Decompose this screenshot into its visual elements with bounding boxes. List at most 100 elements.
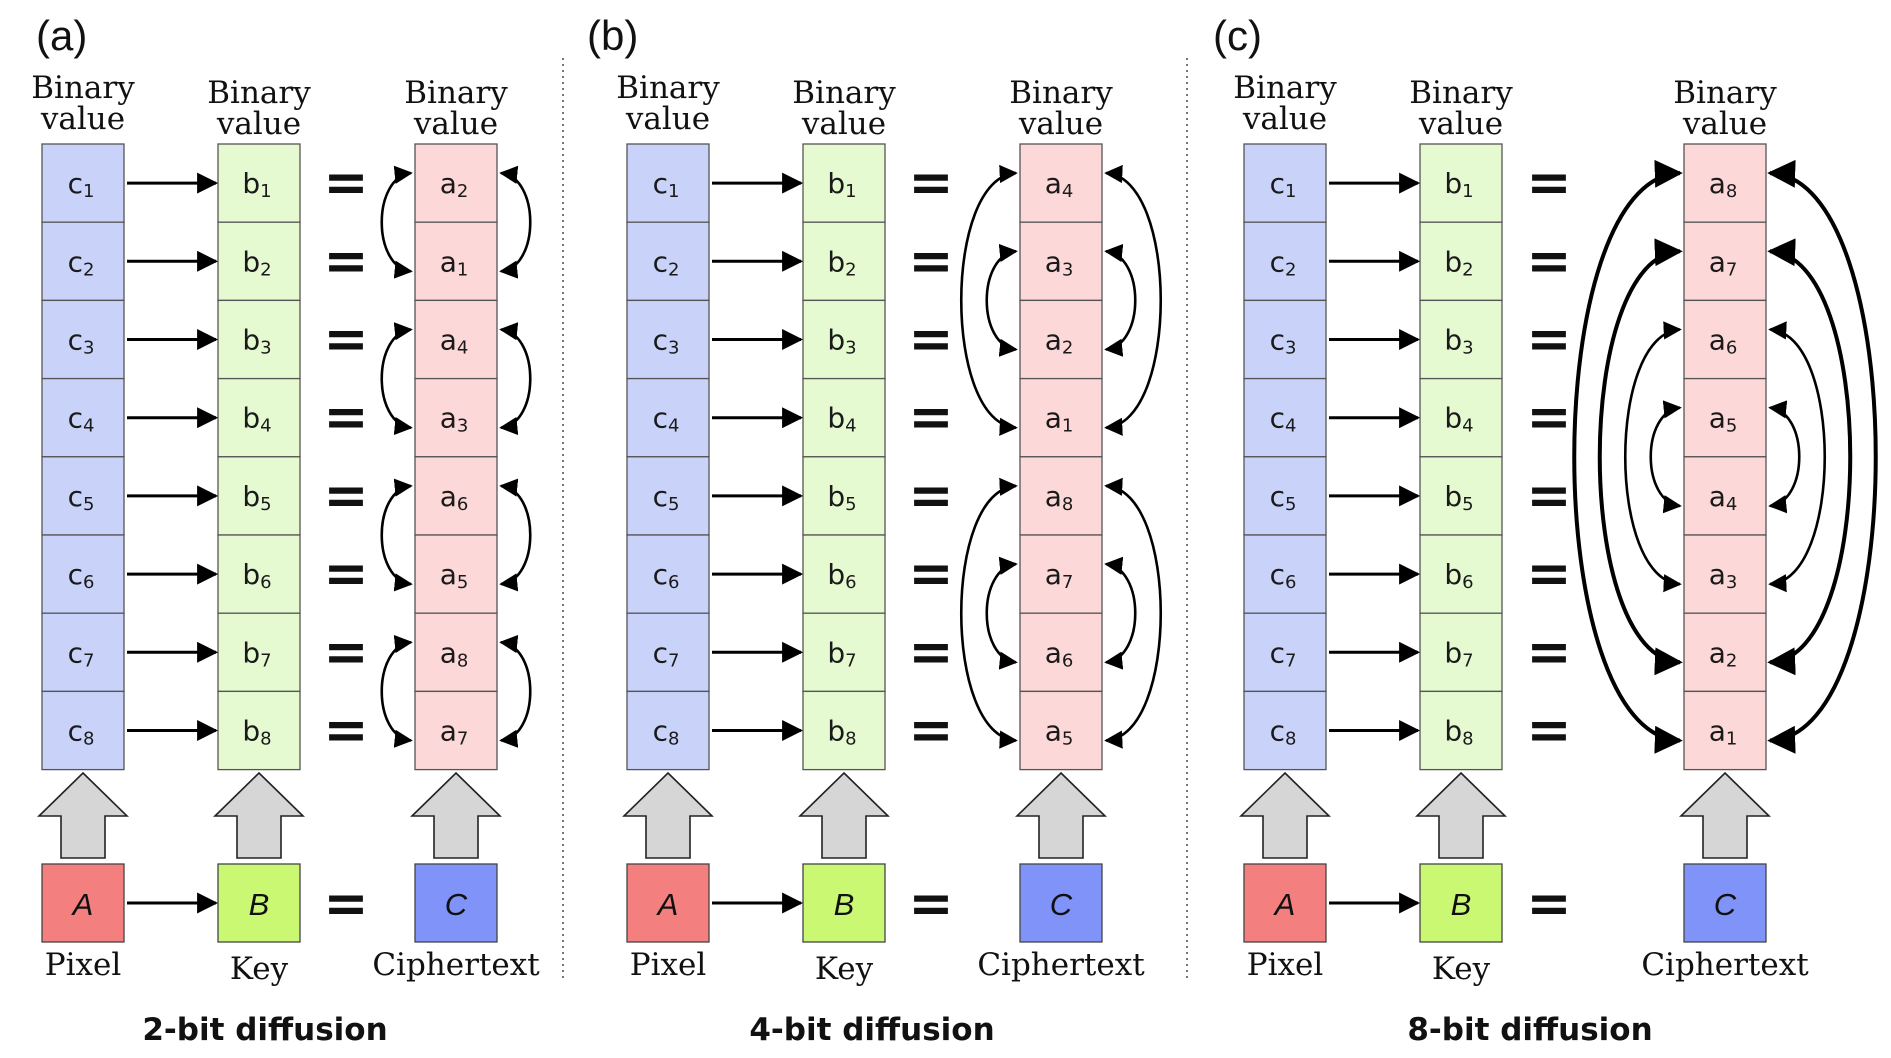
panel-label: (a) xyxy=(36,12,87,59)
key-bit-cell-label: b2 xyxy=(1444,245,1473,280)
key-bit-cell-label: b8 xyxy=(242,715,271,750)
key-bit-cell-label: b2 xyxy=(827,245,856,280)
pixel-bit-cell xyxy=(41,612,125,693)
swap-arc-left xyxy=(959,477,1018,749)
equals-sign: = xyxy=(323,699,368,762)
equals-sign: = xyxy=(323,229,368,292)
key-bit-cell-label: b8 xyxy=(1444,715,1473,750)
key-bit-cell-label: b2 xyxy=(242,245,271,280)
cipher-bit-cell-label: a2 xyxy=(440,167,469,202)
key-bit-cell xyxy=(1419,143,1503,223)
key-bit-cell-label: b5 xyxy=(827,480,856,515)
pixel-bit-cell xyxy=(41,221,125,302)
cipher-bit-cell xyxy=(414,456,498,536)
key-bit-cell xyxy=(802,299,886,380)
equals-sign: = xyxy=(323,386,368,449)
cipher-block xyxy=(1019,863,1103,943)
cipher-bit-cell-label: a5 xyxy=(1709,402,1738,437)
pixel-block-caption: Pixel xyxy=(1247,947,1324,983)
pixel-bit-cell-label: c5 xyxy=(653,480,680,515)
cipher-block-label: C xyxy=(1714,887,1737,922)
pixel-bit-cell xyxy=(626,377,710,458)
key-bit-cell-label: b3 xyxy=(242,324,271,359)
equals-sign: = xyxy=(1526,699,1571,762)
swap-arc-right xyxy=(499,478,532,592)
cipher-block xyxy=(414,863,498,943)
equals-sign: = xyxy=(908,229,953,292)
swap-arc-left xyxy=(380,634,413,748)
key-bit-cell xyxy=(802,377,886,458)
cipher-bit-cell xyxy=(1683,534,1767,614)
up-arrow xyxy=(798,771,890,859)
key-bit-cell-label: b8 xyxy=(827,715,856,750)
equals-sign: = xyxy=(1526,229,1571,292)
pixel-bit-cell-label: c7 xyxy=(653,636,680,671)
pixel-bit-cell xyxy=(626,143,710,223)
key-bit-cell-label: b1 xyxy=(242,167,271,202)
cipher-block-caption: Ciphertext xyxy=(1641,947,1809,983)
cipher-bit-cell-label: a4 xyxy=(1045,167,1074,202)
swap-arc-right xyxy=(1767,159,1878,754)
pixel-block-caption: Pixel xyxy=(45,947,122,983)
equals-sign: = xyxy=(1526,620,1571,683)
pixel-bit-cell xyxy=(1243,143,1327,223)
equals-sign: = xyxy=(908,872,953,935)
key-block xyxy=(1419,863,1503,943)
equals-sign: = xyxy=(908,699,953,762)
key-bit-cell xyxy=(217,456,301,536)
key-bit-cell-label: b4 xyxy=(1444,402,1473,437)
pixel-bit-cell-label: c8 xyxy=(68,715,95,750)
key-bit-cell xyxy=(802,456,886,536)
cipher-bit-cell xyxy=(1019,456,1103,536)
cipher-bit-cell-label: a7 xyxy=(1045,558,1074,593)
pixel-bit-cell xyxy=(626,690,710,771)
equals-sign: = xyxy=(1526,464,1571,527)
cipher-bit-cell-label: a7 xyxy=(440,715,469,750)
pixel-block-label: A xyxy=(1273,887,1296,922)
key-bit-cell-label: b6 xyxy=(242,558,271,593)
key-block-caption: Key xyxy=(1432,951,1491,987)
up-arrow xyxy=(1239,771,1331,859)
swap-arc-left xyxy=(1572,159,1683,754)
pixel-bit-cell xyxy=(626,534,710,614)
pixel-bit-cell xyxy=(1243,612,1327,693)
cipher-bit-cell-label: a3 xyxy=(1045,245,1074,280)
pixel-bit-cell xyxy=(1243,456,1327,536)
key-bit-cell-label: b3 xyxy=(1444,324,1473,359)
pixel-bit-cell-label: c8 xyxy=(1270,715,1297,750)
pixel-block xyxy=(1243,863,1327,943)
pixel-bit-cell-label: c1 xyxy=(653,167,680,202)
equals-sign: = xyxy=(908,308,953,371)
key-bit-cell-label: b4 xyxy=(827,402,856,437)
equals-sign: = xyxy=(908,386,953,449)
pixel-bit-cell xyxy=(1243,534,1327,614)
equals-sign: = xyxy=(908,464,953,527)
panel-caption: 8-bit diffusion xyxy=(1407,1012,1652,1048)
swap-arc-left xyxy=(380,478,413,592)
cipher-bit-cell-label: a3 xyxy=(440,402,469,437)
key-bit-cell-label: b7 xyxy=(1444,636,1473,671)
pixel-block-label: A xyxy=(656,887,679,922)
up-arrow xyxy=(622,771,714,859)
pixel-bit-cell-label: c7 xyxy=(68,636,95,671)
swap-arc-right xyxy=(1767,238,1853,676)
pixel-bit-cell-label: c2 xyxy=(653,245,680,280)
key-bit-cell xyxy=(217,612,301,693)
key-bit-cell xyxy=(1419,221,1503,302)
cipher-bit-cell xyxy=(1019,377,1103,458)
equals-sign: = xyxy=(323,872,368,935)
equals-sign: = xyxy=(323,151,368,214)
pixel-bit-cell-label: c5 xyxy=(68,480,95,515)
swap-arc-right xyxy=(1104,164,1163,436)
pixel-bit-cell-label: c6 xyxy=(1270,558,1297,593)
key-bit-cell-label: b3 xyxy=(827,324,856,359)
pixel-bit-cell-label: c3 xyxy=(1270,324,1297,359)
key-bit-cell xyxy=(1419,612,1503,693)
pixel-bit-cell xyxy=(41,690,125,771)
